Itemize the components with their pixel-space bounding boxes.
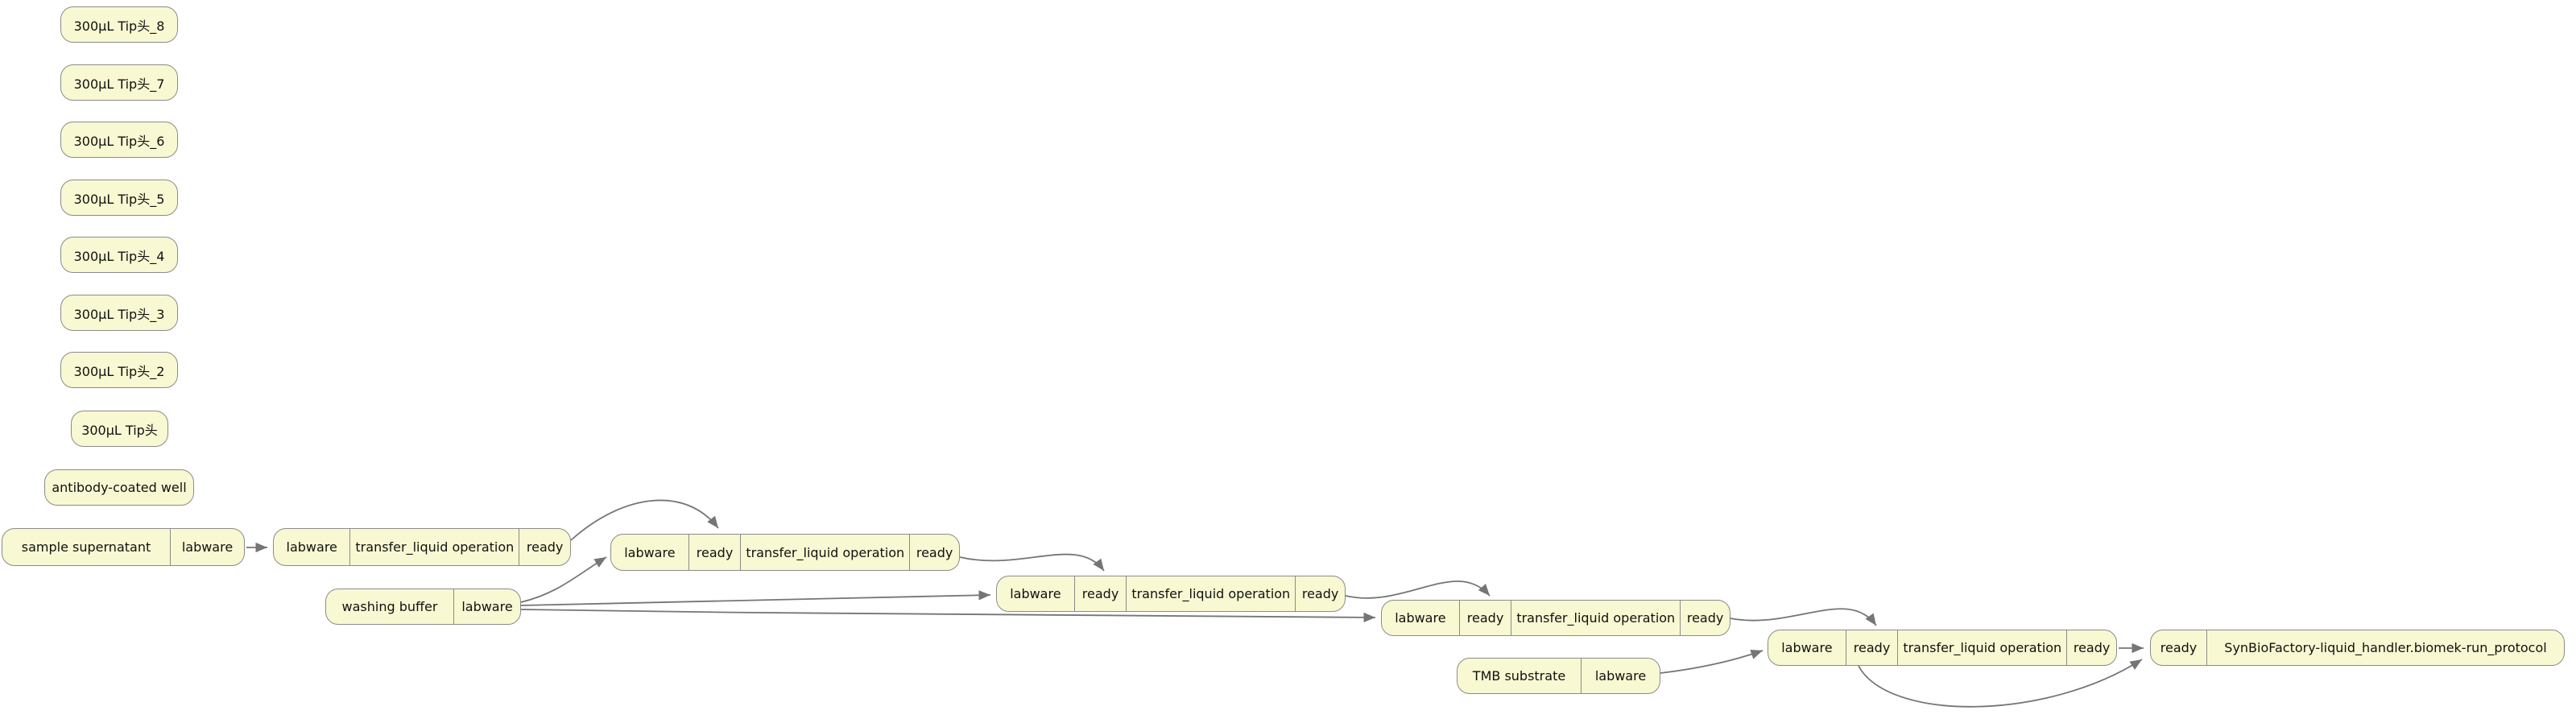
field-operation: transfer_liquid operation: [1511, 601, 1680, 635]
node-transfer-op-2: labware ready transfer_liquid operation …: [610, 534, 960, 571]
field-ready-in: ready: [2160, 640, 2198, 655]
field-source-label: sample supernatant: [21, 539, 151, 555]
field-ready-out: ready: [909, 535, 959, 570]
node-label: 300μL Tip头_8: [73, 18, 165, 34]
field-operation: transfer_liquid operation: [1126, 576, 1295, 611]
field-ready-in: ready: [1458, 601, 1511, 635]
node-transfer-op-1: labware transfer_liquid operation ready: [273, 528, 571, 566]
field-labware-out: labware: [1581, 659, 1660, 693]
node-run-protocol: ready SynBioFactory-liquid_handler.biome…: [2150, 630, 2565, 666]
node-label: 300μL Tip头_6: [73, 133, 165, 149]
node-label: 300μL Tip头_7: [73, 76, 165, 92]
field-ready-out: ready: [2066, 630, 2116, 665]
field-labware-in: labware: [624, 544, 676, 560]
edge-op5-to-protocol-lower: [1858, 659, 2143, 708]
field-labware-in: labware: [286, 539, 337, 555]
field-labware-in: labware: [1010, 586, 1061, 601]
field-protocol-name: SynBioFactory-liquid_handler.biomek-run_…: [2206, 630, 2564, 665]
node-tip-4: 300μL Tip头_4: [60, 237, 178, 273]
node-label: 300μL Tip头: [81, 422, 158, 438]
field-ready-out: ready: [1295, 576, 1345, 611]
edge-op4-ready-to-op5-ready: [1730, 608, 1877, 626]
edge-op3-ready-to-op4-ready: [1345, 580, 1491, 599]
node-label: 300μL Tip头_3: [73, 306, 165, 322]
node-washing-buffer: washing buffer labware: [325, 589, 521, 625]
node-transfer-op-4: labware ready transfer_liquid operation …: [1381, 600, 1730, 636]
field-ready-out: ready: [1680, 601, 1730, 635]
node-transfer-op-3: labware ready transfer_liquid operation …: [996, 576, 1346, 612]
field-operation: transfer_liquid operation: [740, 535, 909, 570]
field-ready-in: ready: [1845, 630, 1898, 665]
field-operation: transfer_liquid operation: [349, 529, 519, 565]
edge-op2-ready-to-op3-ready: [959, 553, 1105, 572]
field-ready-in: ready: [1073, 576, 1127, 611]
node-tip-1: 300μL Tip头: [71, 411, 168, 447]
field-labware-out: labware: [453, 589, 520, 624]
node-tip-5: 300μL Tip头_5: [60, 180, 178, 216]
field-source-label: TMB substrate: [1472, 668, 1566, 684]
field-labware-in: labware: [1781, 640, 1833, 655]
field-labware-out: labware: [170, 529, 244, 565]
field-ready-out: ready: [519, 529, 570, 565]
node-tmb-substrate: TMB substrate labware: [1457, 658, 1660, 694]
field-operation: transfer_liquid operation: [1897, 630, 2066, 665]
node-label: 300μL Tip头_5: [73, 191, 165, 207]
node-label: 300μL Tip头_2: [73, 363, 165, 379]
edge-washing-to-op3-labware: [520, 590, 991, 606]
node-label: antibody-coated well: [52, 480, 187, 495]
field-labware-in: labware: [1395, 610, 1446, 626]
node-label: 300μL Tip头_4: [73, 248, 165, 264]
edge-tmb-to-op5-labware: [1660, 650, 1764, 674]
node-sample-supernatant: sample supernatant labware: [2, 528, 245, 566]
node-antibody-coated-well: antibody-coated well: [44, 469, 194, 506]
node-tip-3: 300μL Tip头_3: [60, 295, 178, 331]
node-tip-7: 300μL Tip头_7: [60, 64, 178, 101]
node-tip-8: 300μL Tip头_8: [60, 6, 178, 43]
node-transfer-op-5: labware ready transfer_liquid operation …: [1768, 630, 2117, 666]
node-tip-2: 300μL Tip头_2: [60, 352, 178, 388]
field-ready-in: ready: [688, 535, 741, 570]
field-source-label: washing buffer: [341, 599, 438, 614]
node-tip-6: 300μL Tip头_6: [60, 122, 178, 158]
